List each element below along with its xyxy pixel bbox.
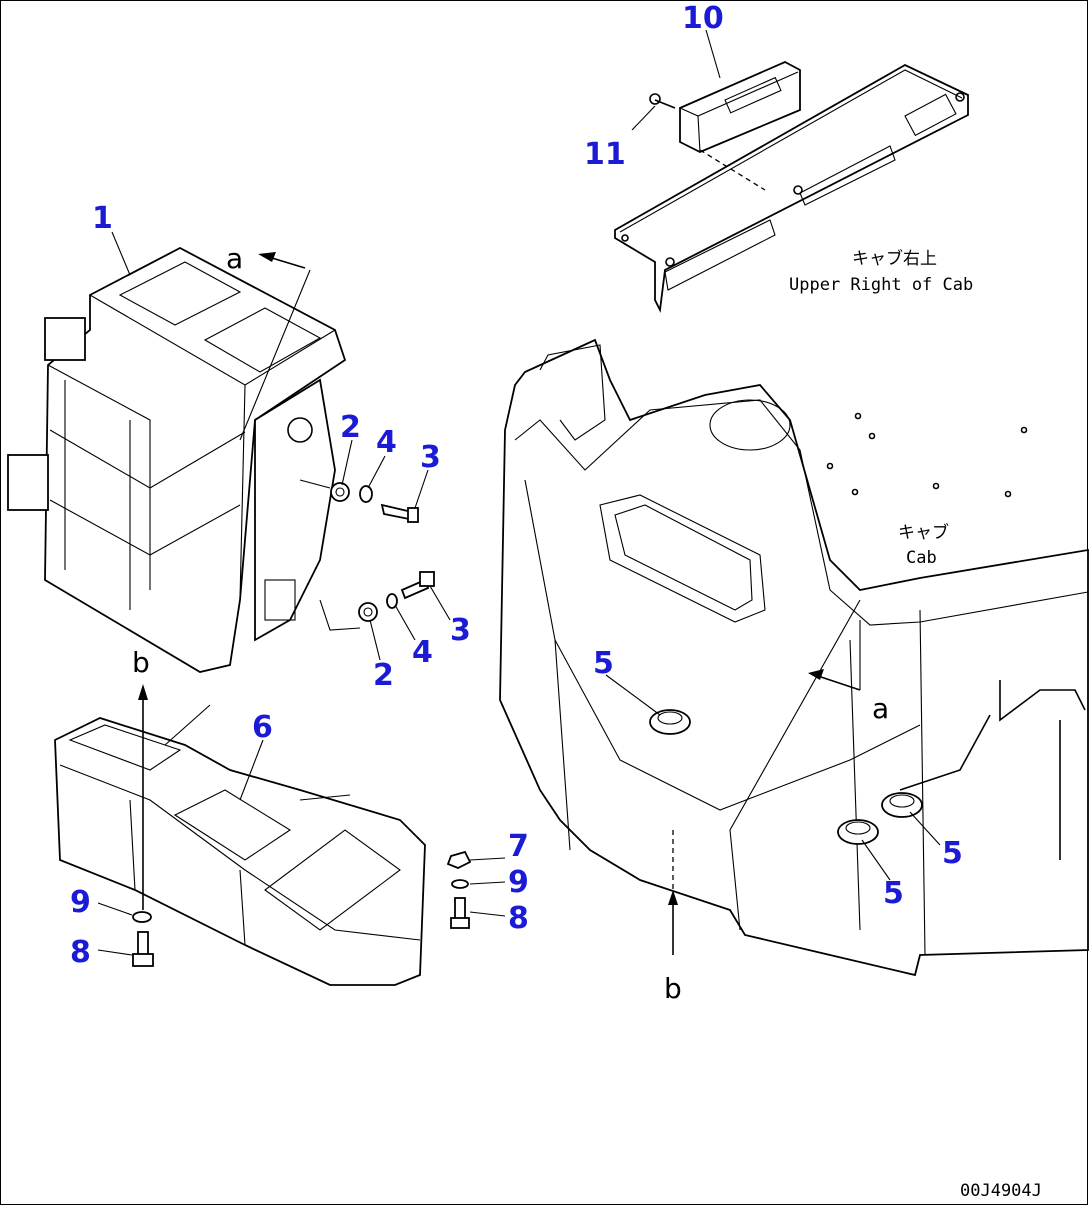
view-arrow-a-cab	[808, 620, 861, 691]
grommet-5-right-illustration	[881, 792, 923, 818]
callout-4-lower: 4	[412, 635, 433, 670]
bolt-8-left-illustration	[132, 931, 154, 967]
callout-3-lower: 3	[450, 613, 471, 648]
callout-9-right: 9	[508, 865, 529, 900]
washer-9-right-illustration	[451, 879, 469, 889]
view-marker-a-cab: a	[872, 692, 889, 725]
air-conditioner-unit-illustration	[7, 246, 347, 673]
view-marker-b-left: b	[132, 646, 150, 679]
cab-illustration	[499, 338, 1089, 977]
grommet-5-mid-illustration	[837, 819, 879, 845]
callout-2-lower: 2	[373, 658, 394, 693]
bolt-3-upper-illustration	[380, 503, 419, 523]
duct-6-illustration	[54, 704, 426, 986]
callout-3-upper: 3	[420, 440, 441, 475]
view-arrow-b-cab	[668, 830, 678, 955]
leader-lines	[97, 29, 941, 956]
view-arrow-b-left	[138, 684, 148, 910]
callout-8-right: 8	[508, 901, 529, 936]
washer-4-upper-illustration	[359, 485, 373, 503]
note-cab-jp: キャブ	[898, 522, 949, 543]
callout-5-right: 5	[942, 836, 963, 871]
controller-unit-illustration	[679, 61, 801, 191]
bolt-3-lower-illustration	[400, 571, 435, 600]
callout-9-left: 9	[70, 885, 91, 920]
grommet-5-left-illustration	[649, 709, 691, 735]
nut-7-illustration	[446, 850, 472, 869]
callout-4-upper: 4	[376, 425, 397, 460]
callout-8-left: 8	[70, 935, 91, 970]
callout-2-upper: 2	[340, 410, 361, 445]
note-upper-right-en: Upper Right of Cab	[789, 275, 973, 295]
callout-1: 1	[92, 201, 113, 236]
screw-11-illustration	[649, 93, 676, 109]
callout-5-left: 5	[593, 646, 614, 681]
view-marker-a-top: a	[226, 242, 243, 275]
bolt-8-right-illustration	[450, 897, 470, 929]
callout-10: 10	[682, 1, 724, 36]
callout-6: 6	[252, 710, 273, 745]
note-cab-en: Cab	[906, 548, 937, 568]
upper-right-panel-illustration	[614, 63, 969, 314]
note-upper-right-jp: キャブ右上	[852, 248, 937, 269]
drawing-number: 00J4904J	[960, 1181, 1042, 1201]
washer-4-lower-illustration	[386, 593, 398, 609]
view-arrow-a-top	[239, 252, 311, 441]
view-marker-b-cab: b	[664, 972, 682, 1005]
callout-7: 7	[508, 829, 529, 864]
nut-2-upper-illustration	[299, 479, 350, 502]
callout-5-bottom: 5	[883, 876, 904, 911]
callout-11: 11	[584, 137, 626, 172]
washer-9-left-illustration	[132, 911, 152, 923]
nut-2-lower-illustration	[319, 599, 378, 631]
